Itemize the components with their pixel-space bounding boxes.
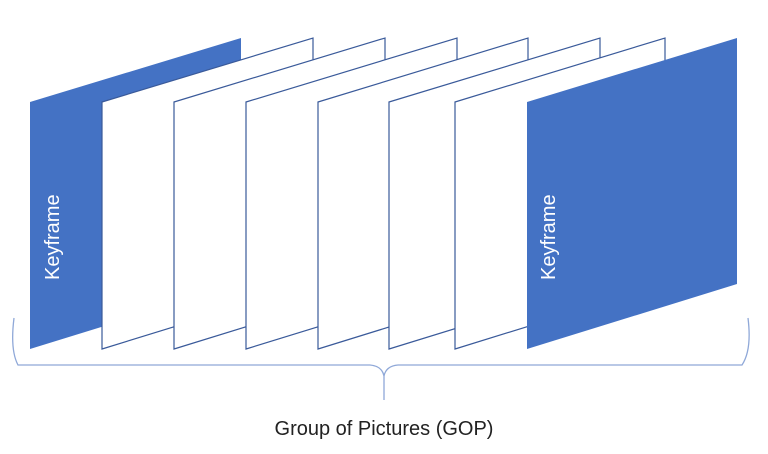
gop-caption: Group of Pictures (GOP) (274, 418, 494, 440)
keyframe-right-label: Keyframe (538, 194, 560, 280)
keyframe-left-label: Keyframe (42, 194, 64, 280)
gop-brace (12, 317, 750, 400)
keyframe-right (527, 38, 737, 349)
